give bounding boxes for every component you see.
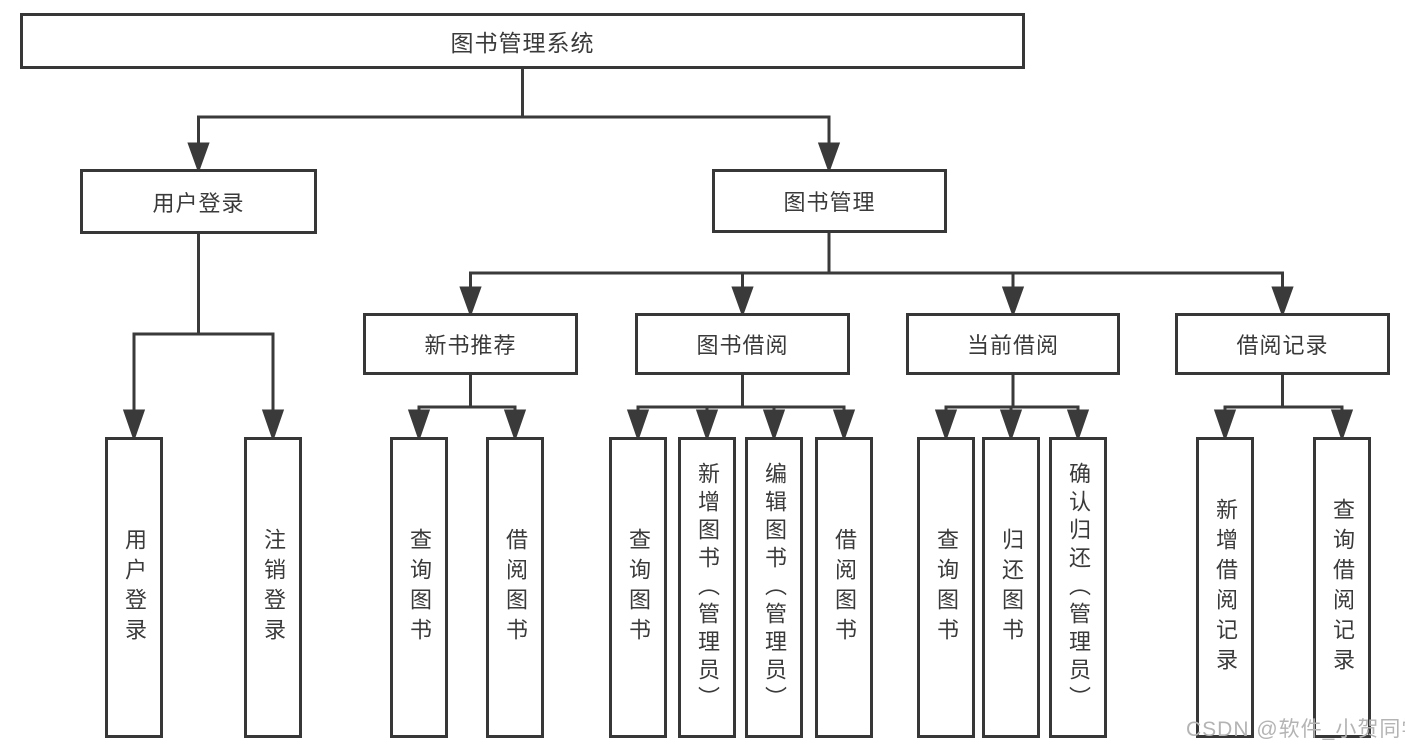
node-label: 图书借阅 — [696, 333, 789, 358]
node-label: 查询图书 — [626, 527, 651, 648]
leaf-query-books-current: 查询图书 — [917, 437, 975, 738]
leaf-confirm-return-admin: 确认归还（管理员） — [1049, 437, 1107, 738]
node-library-management-system: 图书管理系统 — [20, 13, 1025, 69]
leaf-logout: 注销登录 — [244, 437, 302, 738]
node-label: 查询借阅记录 — [1330, 497, 1355, 678]
leaf-borrow-books-recommend: 借阅图书 — [486, 437, 544, 738]
node-label: 新书推荐 — [424, 333, 517, 358]
node-current-borrow: 当前借阅 — [906, 313, 1120, 375]
leaf-add-borrow-record: 新增借阅记录 — [1196, 437, 1254, 738]
node-label: 图书管理 — [783, 190, 876, 215]
leaf-query-books-borrow: 查询图书 — [609, 437, 667, 738]
node-label: 编辑图书（管理员） — [762, 461, 787, 714]
node-label: 图书管理系统 — [450, 30, 595, 56]
node-borrow-records: 借阅记录 — [1175, 313, 1390, 375]
node-label: 查询图书 — [934, 527, 959, 648]
node-label: 用户登录 — [122, 527, 147, 648]
node-label: 用户登录 — [152, 190, 245, 216]
node-label: 确认归还（管理员） — [1066, 461, 1091, 714]
node-new-book-recommend: 新书推荐 — [363, 313, 578, 375]
node-label: 归还图书 — [999, 527, 1024, 648]
node-label: 注销登录 — [261, 527, 286, 648]
leaf-query-borrow-record: 查询借阅记录 — [1313, 437, 1371, 738]
node-label: 借阅图书 — [503, 527, 528, 648]
node-label: 借阅图书 — [832, 527, 857, 648]
node-label: 新增借阅记录 — [1213, 497, 1238, 678]
leaf-add-books-admin: 新增图书（管理员） — [678, 437, 736, 738]
node-label: 新增图书（管理员） — [695, 461, 720, 714]
node-label: 查询图书 — [407, 527, 432, 648]
node-label: 当前借阅 — [966, 333, 1059, 358]
node-user-login: 用户登录 — [80, 169, 317, 234]
node-book-management: 图书管理 — [712, 169, 947, 233]
leaf-edit-books-admin: 编辑图书（管理员） — [745, 437, 803, 738]
leaf-return-books: 归还图书 — [982, 437, 1040, 738]
leaf-query-books-recommend: 查询图书 — [390, 437, 448, 738]
leaf-user-login: 用户登录 — [105, 437, 163, 738]
node-label: 借阅记录 — [1236, 333, 1329, 358]
node-book-borrow: 图书借阅 — [635, 313, 850, 375]
csdn-watermark: CSDN @软件_小贺同学 — [1186, 718, 1405, 741]
leaf-borrow-books: 借阅图书 — [815, 437, 873, 738]
